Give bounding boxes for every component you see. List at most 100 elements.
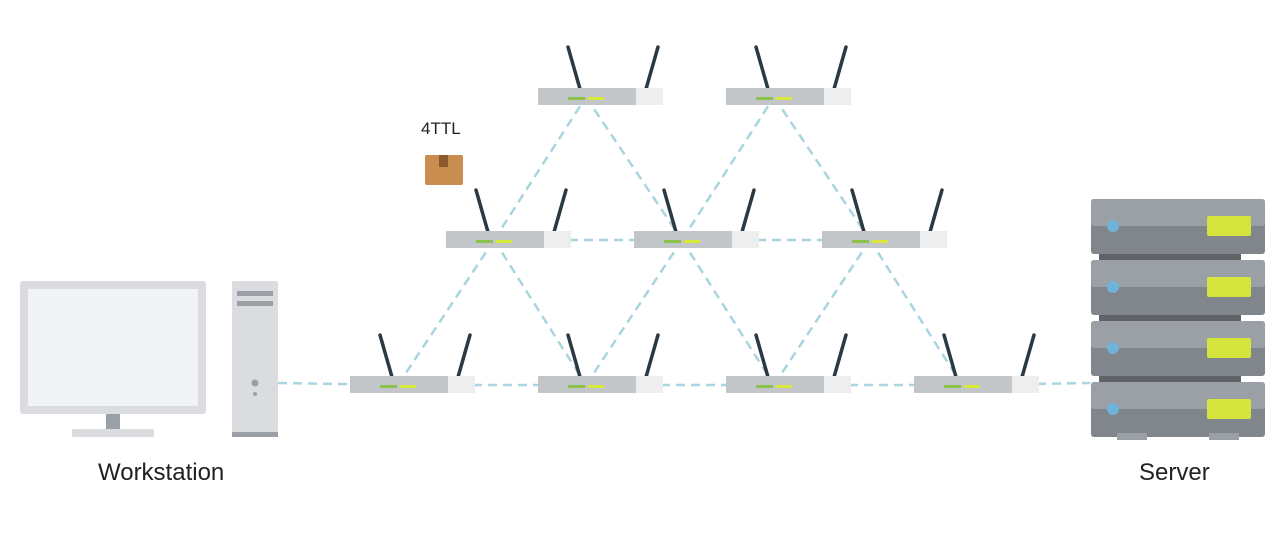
router-body xyxy=(726,376,824,393)
monitor-screen xyxy=(28,289,198,406)
antenna xyxy=(850,188,866,234)
router-body xyxy=(634,231,732,248)
router-icon xyxy=(726,45,851,105)
drive-bay xyxy=(237,301,273,306)
antenna xyxy=(474,188,490,234)
server-light xyxy=(1107,220,1119,232)
antenna xyxy=(928,188,944,234)
router-led-green xyxy=(944,385,961,388)
link-t1-m2 xyxy=(772,96,872,241)
pc-tower xyxy=(232,281,278,432)
server-label: Server xyxy=(1139,459,1210,486)
router-icon xyxy=(350,333,475,393)
link-m0-b1 xyxy=(492,239,588,386)
antenna xyxy=(832,45,848,91)
monitor-base xyxy=(72,429,154,437)
link-t0-m1 xyxy=(584,96,684,241)
router-side xyxy=(636,88,663,105)
router-led-yellow xyxy=(776,385,792,388)
router-body xyxy=(538,376,636,393)
router-led-yellow xyxy=(964,385,980,388)
router-led-yellow xyxy=(872,240,888,243)
antenna xyxy=(740,188,756,234)
router-body xyxy=(350,376,448,393)
antenna xyxy=(644,45,660,91)
link-b0-m0 xyxy=(396,239,496,386)
antenna xyxy=(644,333,660,379)
router-led-green xyxy=(380,385,397,388)
router-icon xyxy=(822,188,947,248)
router-side xyxy=(732,231,759,248)
router-led-yellow xyxy=(400,385,416,388)
router-side xyxy=(1012,376,1039,393)
router-body xyxy=(538,88,636,105)
router-icon xyxy=(446,188,571,248)
router-side xyxy=(824,376,851,393)
server-unit xyxy=(1091,199,1265,263)
router-icon xyxy=(538,333,663,393)
workstation-icon xyxy=(20,281,278,437)
server-panel xyxy=(1207,277,1251,297)
antenna xyxy=(942,333,958,379)
router-side xyxy=(448,376,475,393)
router-body xyxy=(914,376,1012,393)
router-led-green xyxy=(756,385,773,388)
server-unit xyxy=(1091,382,1265,437)
server-light xyxy=(1107,281,1119,293)
router-icon xyxy=(538,45,663,105)
router-body xyxy=(822,231,920,248)
link-m1-t1 xyxy=(680,96,776,241)
server-panel xyxy=(1207,216,1251,236)
link-b2-m2 xyxy=(772,239,872,386)
router-led-yellow xyxy=(588,385,604,388)
link-m1-b2 xyxy=(680,239,776,386)
antenna xyxy=(378,333,394,379)
antenna xyxy=(754,333,770,379)
router-side xyxy=(824,88,851,105)
packet-ttl-label: 4TTL xyxy=(421,119,461,138)
antenna xyxy=(832,333,848,379)
server-unit xyxy=(1091,321,1265,385)
antenna xyxy=(1020,333,1036,379)
router-led-green xyxy=(852,240,869,243)
server-foot xyxy=(1117,433,1147,440)
router-side xyxy=(636,376,663,393)
router-icon xyxy=(726,333,851,393)
server-icon xyxy=(1091,199,1265,440)
router-led-yellow xyxy=(684,240,700,243)
link-m2-b3 xyxy=(868,239,964,386)
router-icon xyxy=(914,333,1039,393)
routers xyxy=(350,45,1039,393)
router-led-yellow xyxy=(776,97,792,100)
server-light xyxy=(1107,403,1119,415)
workstation-label: Workstation xyxy=(98,459,225,486)
server-unit xyxy=(1091,260,1265,324)
router-led-green xyxy=(568,97,585,100)
router-led-green xyxy=(568,385,585,388)
antenna xyxy=(456,333,472,379)
link-b1-m1 xyxy=(584,239,684,386)
link-ws-b0 xyxy=(277,381,399,387)
drive-bay xyxy=(237,291,273,296)
antenna xyxy=(552,188,568,234)
router-led-yellow xyxy=(588,97,604,100)
antenna xyxy=(566,45,582,91)
router-body xyxy=(726,88,824,105)
antenna xyxy=(754,45,770,91)
link-m0-t0 xyxy=(492,96,588,241)
server-panel xyxy=(1207,399,1251,419)
router-led-green xyxy=(476,240,493,243)
server-panel xyxy=(1207,338,1251,358)
router-side xyxy=(544,231,571,248)
router-led-green xyxy=(756,97,773,100)
antenna xyxy=(566,333,582,379)
router-led-yellow xyxy=(496,240,512,243)
tower-led xyxy=(253,392,257,396)
server-foot xyxy=(1209,433,1239,440)
router-icon xyxy=(634,188,759,248)
packet-icon xyxy=(425,155,463,185)
router-body xyxy=(446,231,544,248)
power-button xyxy=(251,379,259,387)
server-light xyxy=(1107,342,1119,354)
